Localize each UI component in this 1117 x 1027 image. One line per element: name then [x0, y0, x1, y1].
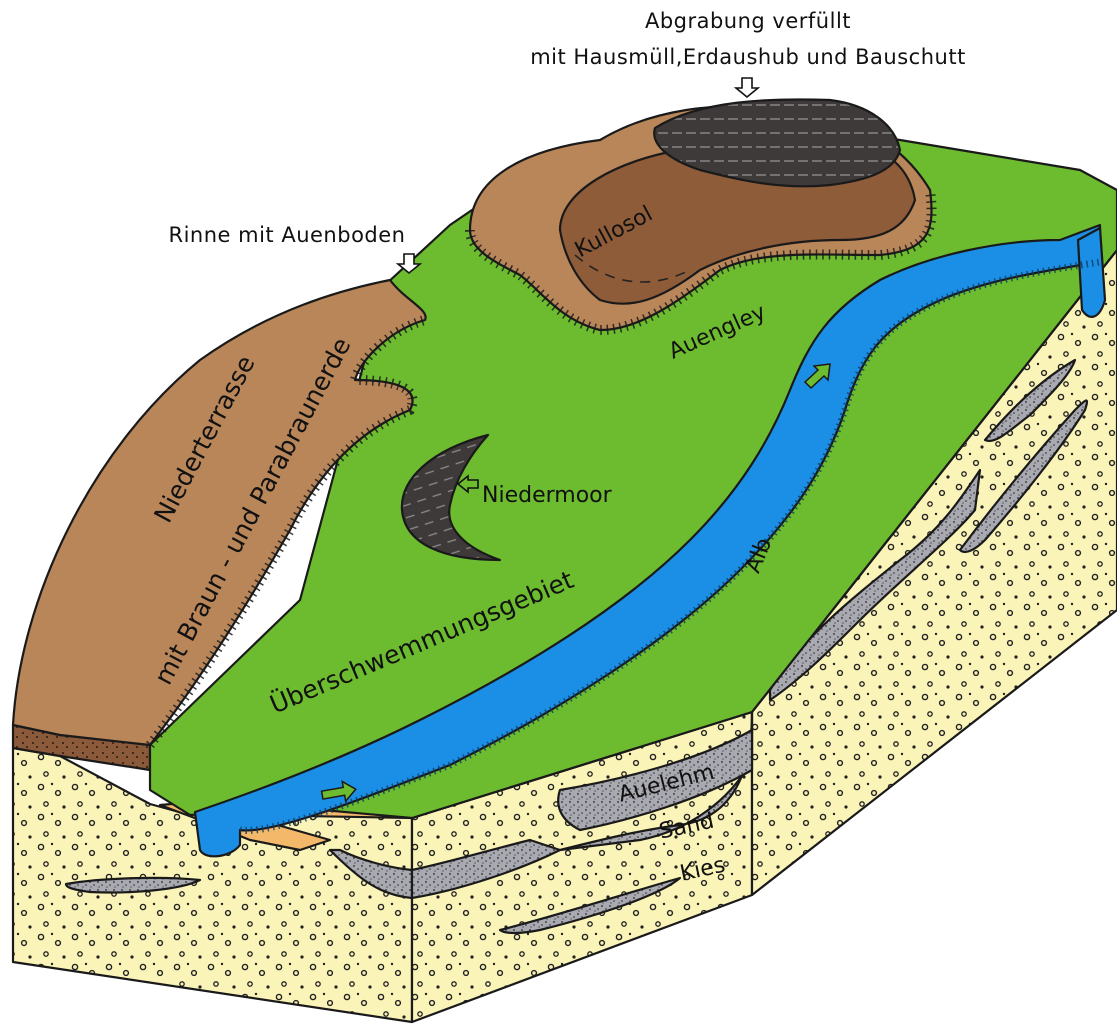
label-rinne: Rinne mit Auenboden — [169, 223, 406, 247]
label-niedermoor: Niedermoor — [482, 483, 613, 508]
label-abgrabung-2: mit Hausmüll,Erdaushub und Bauschutt — [530, 45, 966, 69]
label-abgrabung-1: Abgrabung verfüllt — [645, 9, 851, 33]
abgrabung-arrow-icon — [736, 78, 758, 97]
alb-river-mouth — [1078, 228, 1105, 317]
